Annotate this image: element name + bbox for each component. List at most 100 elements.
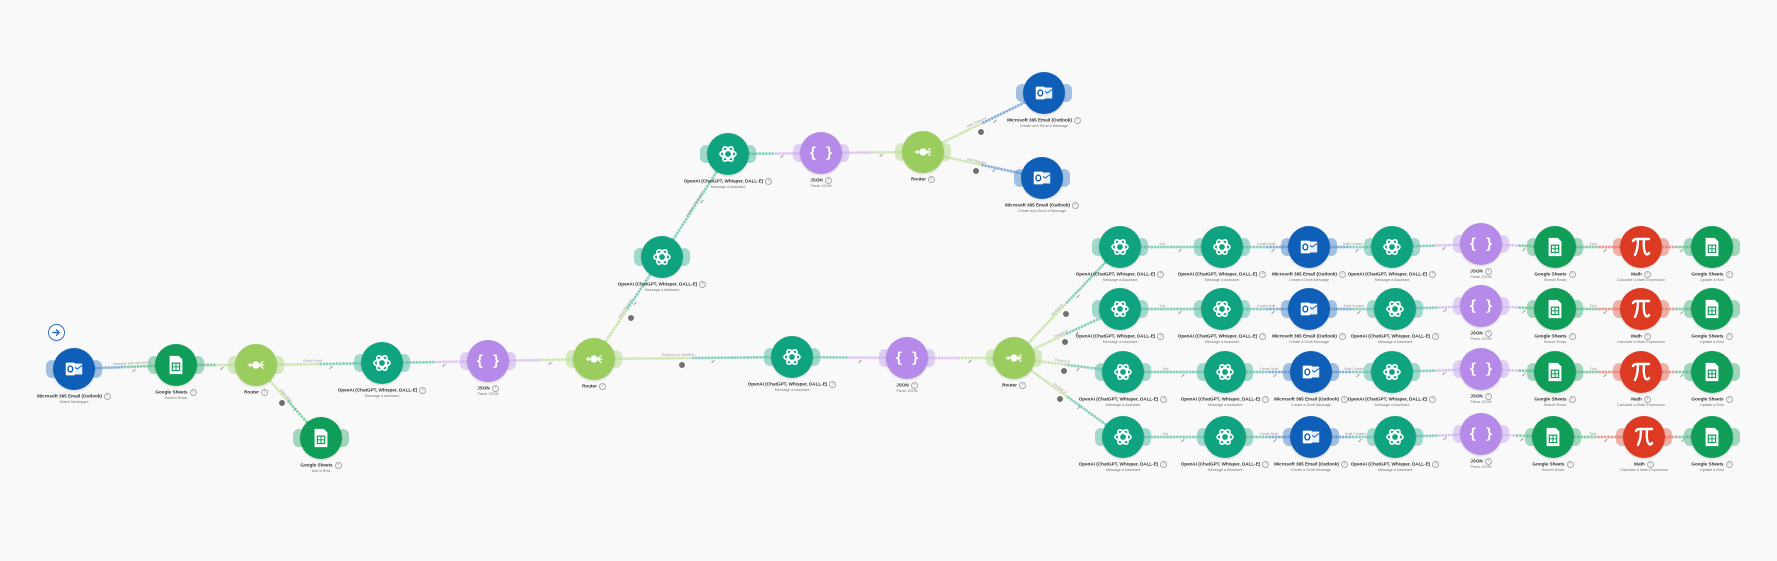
- google-sheets-module[interactable]: [1525, 413, 1581, 461]
- link-n5-n6[interactable]: [402, 359, 468, 365]
- openai-module[interactable]: [1194, 285, 1250, 333]
- outlook-module[interactable]: [46, 345, 102, 393]
- link-n15-n16[interactable]: [927, 356, 994, 360]
- link-n10-n11[interactable]: [841, 150, 903, 155]
- module-circle[interactable]: [1691, 288, 1733, 330]
- help-icon[interactable]: ?: [1157, 333, 1165, 340]
- help-icon[interactable]: ?: [910, 382, 918, 389]
- openai-module[interactable]: [1367, 413, 1423, 461]
- module-circle[interactable]: [1532, 416, 1574, 458]
- help-icon[interactable]: ?: [1073, 117, 1081, 124]
- module-circle[interactable]: [155, 344, 197, 386]
- google-sheets-module[interactable]: [1527, 348, 1583, 396]
- router-module[interactable]: [895, 128, 951, 176]
- filter-icon[interactable]: [972, 166, 981, 175]
- help-icon[interactable]: ?: [1340, 396, 1348, 403]
- help-icon[interactable]: ?: [1484, 330, 1492, 337]
- json-module[interactable]: { }: [1453, 282, 1509, 330]
- module-circle[interactable]: [1290, 416, 1332, 458]
- openai-module[interactable]: [1197, 413, 1253, 461]
- json-module[interactable]: { }: [793, 129, 849, 177]
- link-n16-r1a[interactable]: [1027, 261, 1107, 344]
- help-icon[interactable]: ?: [1484, 393, 1492, 400]
- openai-module[interactable]: [1095, 413, 1151, 461]
- openai-module[interactable]: [700, 130, 756, 178]
- module-circle[interactable]: [53, 348, 95, 390]
- help-icon[interactable]: ?: [824, 177, 832, 184]
- openai-module[interactable]: [354, 339, 410, 387]
- help-icon[interactable]: ?: [829, 381, 837, 388]
- run-once-badge[interactable]: [48, 324, 65, 341]
- link-r1a-r1b[interactable]: [1140, 245, 1202, 249]
- outlook-module[interactable]: [1281, 285, 1337, 333]
- module-circle[interactable]: [573, 338, 615, 380]
- module-circle[interactable]: { }: [1460, 285, 1502, 327]
- help-icon[interactable]: ?: [1568, 271, 1576, 278]
- module-circle[interactable]: [707, 133, 749, 175]
- help-icon[interactable]: ?: [491, 385, 499, 392]
- link-n11-n13[interactable]: [943, 155, 1022, 175]
- router-module[interactable]: [228, 341, 284, 389]
- module-circle[interactable]: [235, 344, 277, 386]
- openai-module[interactable]: [1367, 285, 1423, 333]
- help-icon[interactable]: ?: [419, 387, 427, 394]
- math-module[interactable]: [1613, 223, 1669, 271]
- filter-icon[interactable]: [1061, 338, 1070, 347]
- module-circle[interactable]: [1620, 351, 1662, 393]
- module-circle[interactable]: [1288, 288, 1330, 330]
- openai-module[interactable]: [634, 233, 690, 281]
- help-icon[interactable]: ?: [334, 462, 342, 469]
- openai-module[interactable]: [1092, 223, 1148, 271]
- module-circle[interactable]: [1620, 288, 1662, 330]
- math-module[interactable]: [1613, 285, 1669, 333]
- module-circle[interactable]: [771, 336, 813, 378]
- module-circle[interactable]: [1371, 226, 1413, 268]
- json-module[interactable]: { }: [1453, 410, 1509, 458]
- help-icon[interactable]: ?: [260, 389, 268, 396]
- google-sheets-module[interactable]: [1527, 223, 1583, 271]
- module-circle[interactable]: [1099, 288, 1141, 330]
- module-circle[interactable]: [1691, 226, 1733, 268]
- link-n6-n7[interactable]: [508, 357, 574, 363]
- help-icon[interactable]: ?: [1725, 396, 1733, 403]
- help-icon[interactable]: ?: [1432, 333, 1440, 340]
- help-icon[interactable]: ?: [1725, 333, 1733, 340]
- help-icon[interactable]: ?: [1157, 271, 1165, 278]
- module-circle[interactable]: [1021, 157, 1063, 199]
- module-circle[interactable]: [1534, 351, 1576, 393]
- outlook-module[interactable]: [1283, 413, 1339, 461]
- module-circle[interactable]: [1204, 351, 1246, 393]
- math-module[interactable]: [1616, 413, 1672, 461]
- help-icon[interactable]: ?: [1340, 461, 1348, 468]
- filter-icon[interactable]: [677, 361, 686, 370]
- google-sheets-module[interactable]: [1684, 285, 1740, 333]
- help-icon[interactable]: ?: [1262, 461, 1270, 468]
- module-circle[interactable]: { }: [800, 132, 842, 174]
- help-icon[interactable]: ?: [1484, 458, 1492, 465]
- module-circle[interactable]: [1204, 416, 1246, 458]
- google-sheets-module[interactable]: [293, 414, 349, 462]
- help-icon[interactable]: ?: [1160, 461, 1168, 468]
- help-icon[interactable]: ?: [189, 389, 197, 396]
- link-r2a-r2b[interactable]: [1140, 307, 1202, 311]
- google-sheets-module[interactable]: [1684, 348, 1740, 396]
- help-icon[interactable]: ?: [1262, 396, 1270, 403]
- help-icon[interactable]: ?: [1725, 271, 1733, 278]
- help-icon[interactable]: ?: [1259, 333, 1267, 340]
- help-icon[interactable]: ?: [1432, 461, 1440, 468]
- google-sheets-module[interactable]: [148, 341, 204, 389]
- link-n11-n12[interactable]: [941, 101, 1026, 144]
- module-circle[interactable]: [1201, 226, 1243, 268]
- math-module[interactable]: [1613, 348, 1669, 396]
- help-icon[interactable]: ?: [765, 178, 773, 185]
- module-circle[interactable]: [1371, 351, 1413, 393]
- help-icon[interactable]: ?: [1429, 271, 1437, 278]
- module-circle[interactable]: { }: [1460, 348, 1502, 390]
- openai-module[interactable]: [1194, 223, 1250, 271]
- link-r4a-r4b[interactable]: [1143, 435, 1205, 439]
- module-circle[interactable]: [1620, 226, 1662, 268]
- openai-module[interactable]: [1095, 348, 1151, 396]
- link-n14-n15[interactable]: [812, 355, 887, 360]
- router-module[interactable]: [566, 335, 622, 383]
